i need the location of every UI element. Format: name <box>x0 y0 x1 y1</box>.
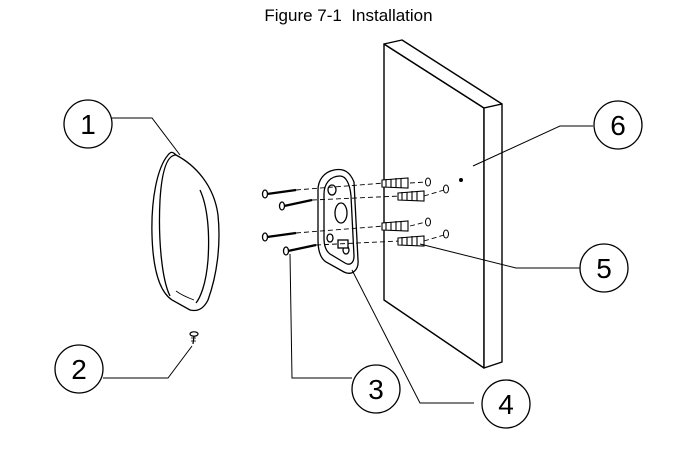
callout-1: 1 <box>63 99 113 149</box>
callout-3: 3 <box>351 364 401 414</box>
screw-2 <box>278 198 313 211</box>
wall-anchors <box>381 177 425 247</box>
callout-2-label: 2 <box>71 354 87 385</box>
callout-4-label: 4 <box>498 389 514 420</box>
anchor-1 <box>381 177 409 189</box>
callout-2: 2 <box>54 344 104 394</box>
mounting-bracket <box>317 168 359 274</box>
leader-1 <box>112 117 181 156</box>
alignment-lines <box>295 181 445 246</box>
callout-6-label: 6 <box>610 110 626 141</box>
callout-5: 5 <box>579 243 629 293</box>
screw-1 <box>261 188 297 199</box>
access-point-cover <box>151 151 220 312</box>
leader-6 <box>472 125 593 167</box>
anchor-3 <box>381 220 409 232</box>
anchor-2 <box>397 190 425 202</box>
callout-3-label: 3 <box>368 374 384 405</box>
screw-small <box>189 331 199 345</box>
anchor-4 <box>397 235 425 247</box>
leader-2 <box>103 345 193 379</box>
callout-1-label: 1 <box>80 109 96 140</box>
callouts: 1 2 3 4 5 6 <box>54 99 643 429</box>
callout-5-label: 5 <box>596 253 612 284</box>
figure-title: Figure 7-1 Installation <box>264 6 433 25</box>
screw-4 <box>282 243 317 256</box>
mounting-screws <box>261 188 317 256</box>
wall <box>383 39 503 369</box>
leader-lines <box>103 117 593 404</box>
screw-3 <box>261 231 297 242</box>
leader-4 <box>351 269 474 404</box>
leader-5 <box>419 243 581 269</box>
callout-6: 6 <box>593 100 643 150</box>
leader-3 <box>289 253 352 379</box>
callout-4: 4 <box>481 379 531 429</box>
